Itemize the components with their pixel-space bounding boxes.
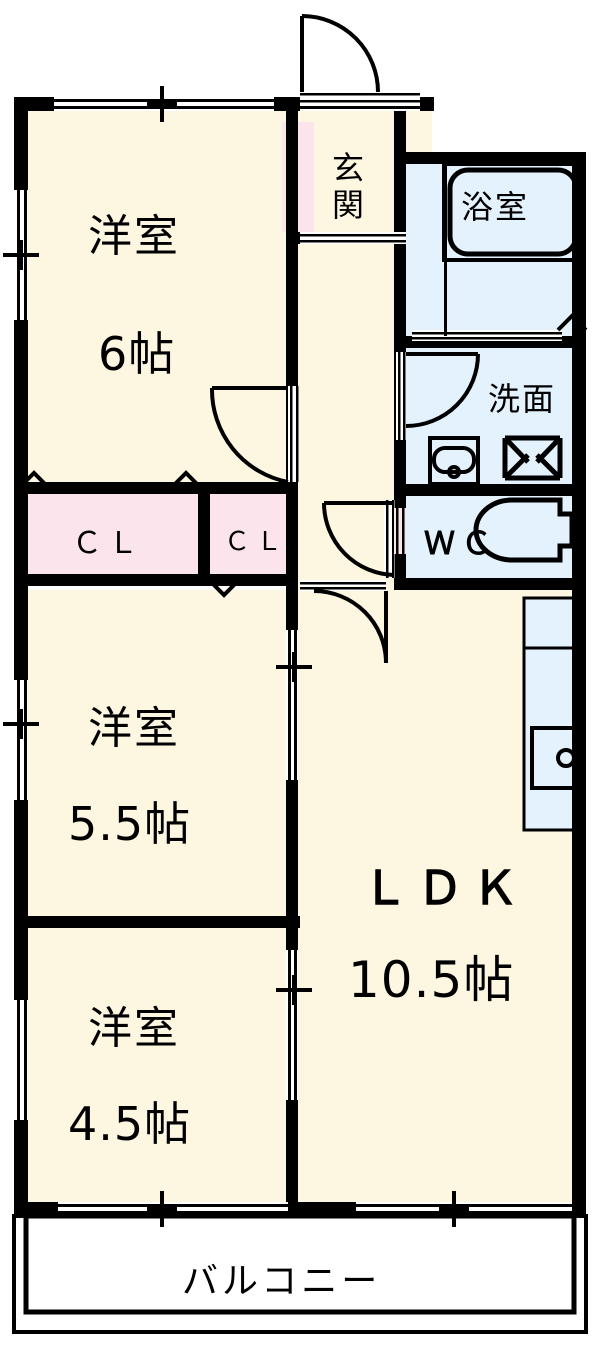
- entrance-door[interactable]: [300, 14, 420, 104]
- wall-west: [14, 97, 28, 1216]
- label-genkan-line2: 関: [332, 186, 365, 224]
- senmen-door[interactable]: [396, 352, 480, 440]
- bath-inner-wall: [444, 164, 447, 336]
- room-fill-washitsu-6: [14, 97, 286, 490]
- balcony-outline: [12, 1213, 588, 1334]
- room-fill-washitsu-5_5: [14, 590, 300, 920]
- sliding-door-ldk-1[interactable]: [276, 630, 312, 780]
- label-ldk-name: ＬＤＫ: [362, 861, 527, 915]
- window-south-2: [356, 1191, 572, 1227]
- bedroom6-door[interactable]: [209, 386, 299, 484]
- label-washitsu-4_5-name: 洋室: [88, 1003, 180, 1054]
- closet-door-markers: [18, 470, 240, 598]
- wc-window: [394, 508, 406, 554]
- window-south-1: [58, 1191, 288, 1227]
- label-balcony: バルコニー: [182, 1261, 382, 1302]
- room-fill-yokushitsu: [406, 152, 586, 342]
- label-ldk-size: 10.5帖: [348, 951, 515, 1009]
- wall-bedroom-divider: [14, 916, 300, 928]
- label-washitsu-5_5-name: 洋室: [88, 703, 180, 754]
- window-west-1: [3, 190, 39, 320]
- closet-fill-1: [20, 494, 200, 574]
- hall-door[interactable]: [322, 500, 395, 578]
- bath-inner-wall-2: [444, 258, 584, 261]
- label-yokushitsu: 浴室: [461, 188, 530, 226]
- label-genkan-line1: 玄: [332, 149, 365, 187]
- label-washitsu-4_5-size: 4.5帖: [68, 1097, 192, 1151]
- kitchen-counter-icon: [522, 596, 584, 832]
- wall-closet-divider: [198, 486, 210, 578]
- window-north: [54, 86, 274, 122]
- kitchen-sink-icon: [530, 726, 578, 790]
- label-washitsu-5_5-size: 5.5帖: [68, 797, 192, 851]
- wall-group: [14, 97, 586, 1216]
- washing-machine-icon: [502, 435, 563, 481]
- genkan-door[interactable]: [300, 232, 406, 244]
- sliding-door-ldk-2[interactable]: [276, 950, 312, 1100]
- bath-door[interactable]: [412, 313, 588, 341]
- wall-senmen-wc: [394, 484, 586, 496]
- label-washitsu-6-size: 6帖: [98, 327, 176, 381]
- ldk-door[interactable]: [300, 580, 388, 664]
- closet-door-lines: [20, 487, 290, 581]
- label-closet-2: ＣＬ: [224, 527, 289, 557]
- label-senmen: 洗面: [488, 380, 557, 418]
- label-closet-1: ＣＬ: [72, 526, 144, 561]
- label-wc: ＷＣ: [424, 526, 498, 562]
- window-west-3: [14, 1000, 28, 1120]
- wall-wc-bottom: [394, 578, 586, 590]
- window-west-2: [3, 680, 39, 800]
- closet-fill-2: [210, 494, 290, 574]
- label-washitsu-6-name: 洋室: [88, 211, 180, 262]
- toilet-icon: [473, 497, 575, 563]
- room-fill-washitsu-4_5: [14, 928, 300, 1216]
- wall-wet-top: [406, 152, 586, 164]
- wall-closet-bottom: [14, 574, 298, 586]
- washbasin-icon: [428, 436, 480, 486]
